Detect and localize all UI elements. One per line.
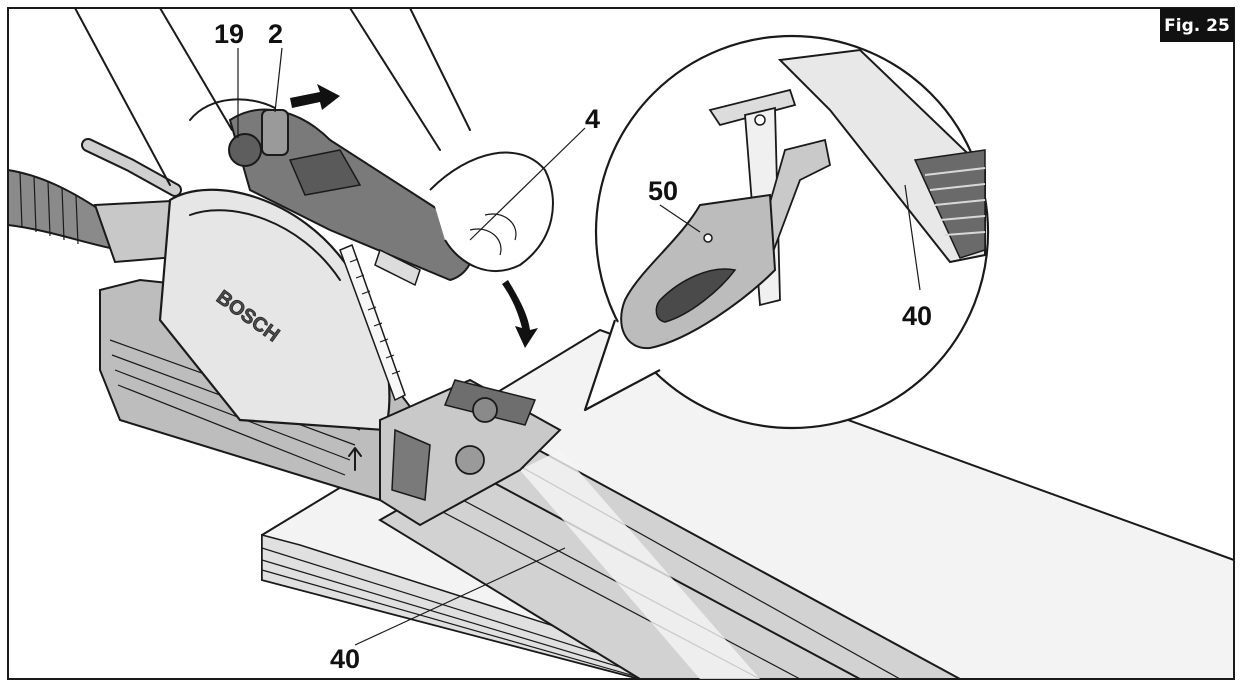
arrow-down-curved-icon — [502, 280, 538, 348]
figure-tag: Fig. 25 — [1160, 8, 1234, 42]
callout-40-rail: 40 — [330, 644, 360, 674]
callout-4: 4 — [585, 104, 600, 134]
callout-19: 19 — [214, 19, 244, 49]
operator-hands — [74, 7, 554, 272]
detail-inset — [583, 34, 990, 430]
callout-40-inset: 40 — [902, 301, 932, 331]
callout-50: 50 — [648, 176, 678, 206]
plunge-saw: BOSCH — [99, 108, 562, 527]
arrow-right-icon — [290, 84, 340, 110]
figure-tag-label: Fig. 25 — [1164, 16, 1230, 36]
callout-2: 2 — [268, 19, 283, 49]
leader-lines — [237, 47, 921, 646]
